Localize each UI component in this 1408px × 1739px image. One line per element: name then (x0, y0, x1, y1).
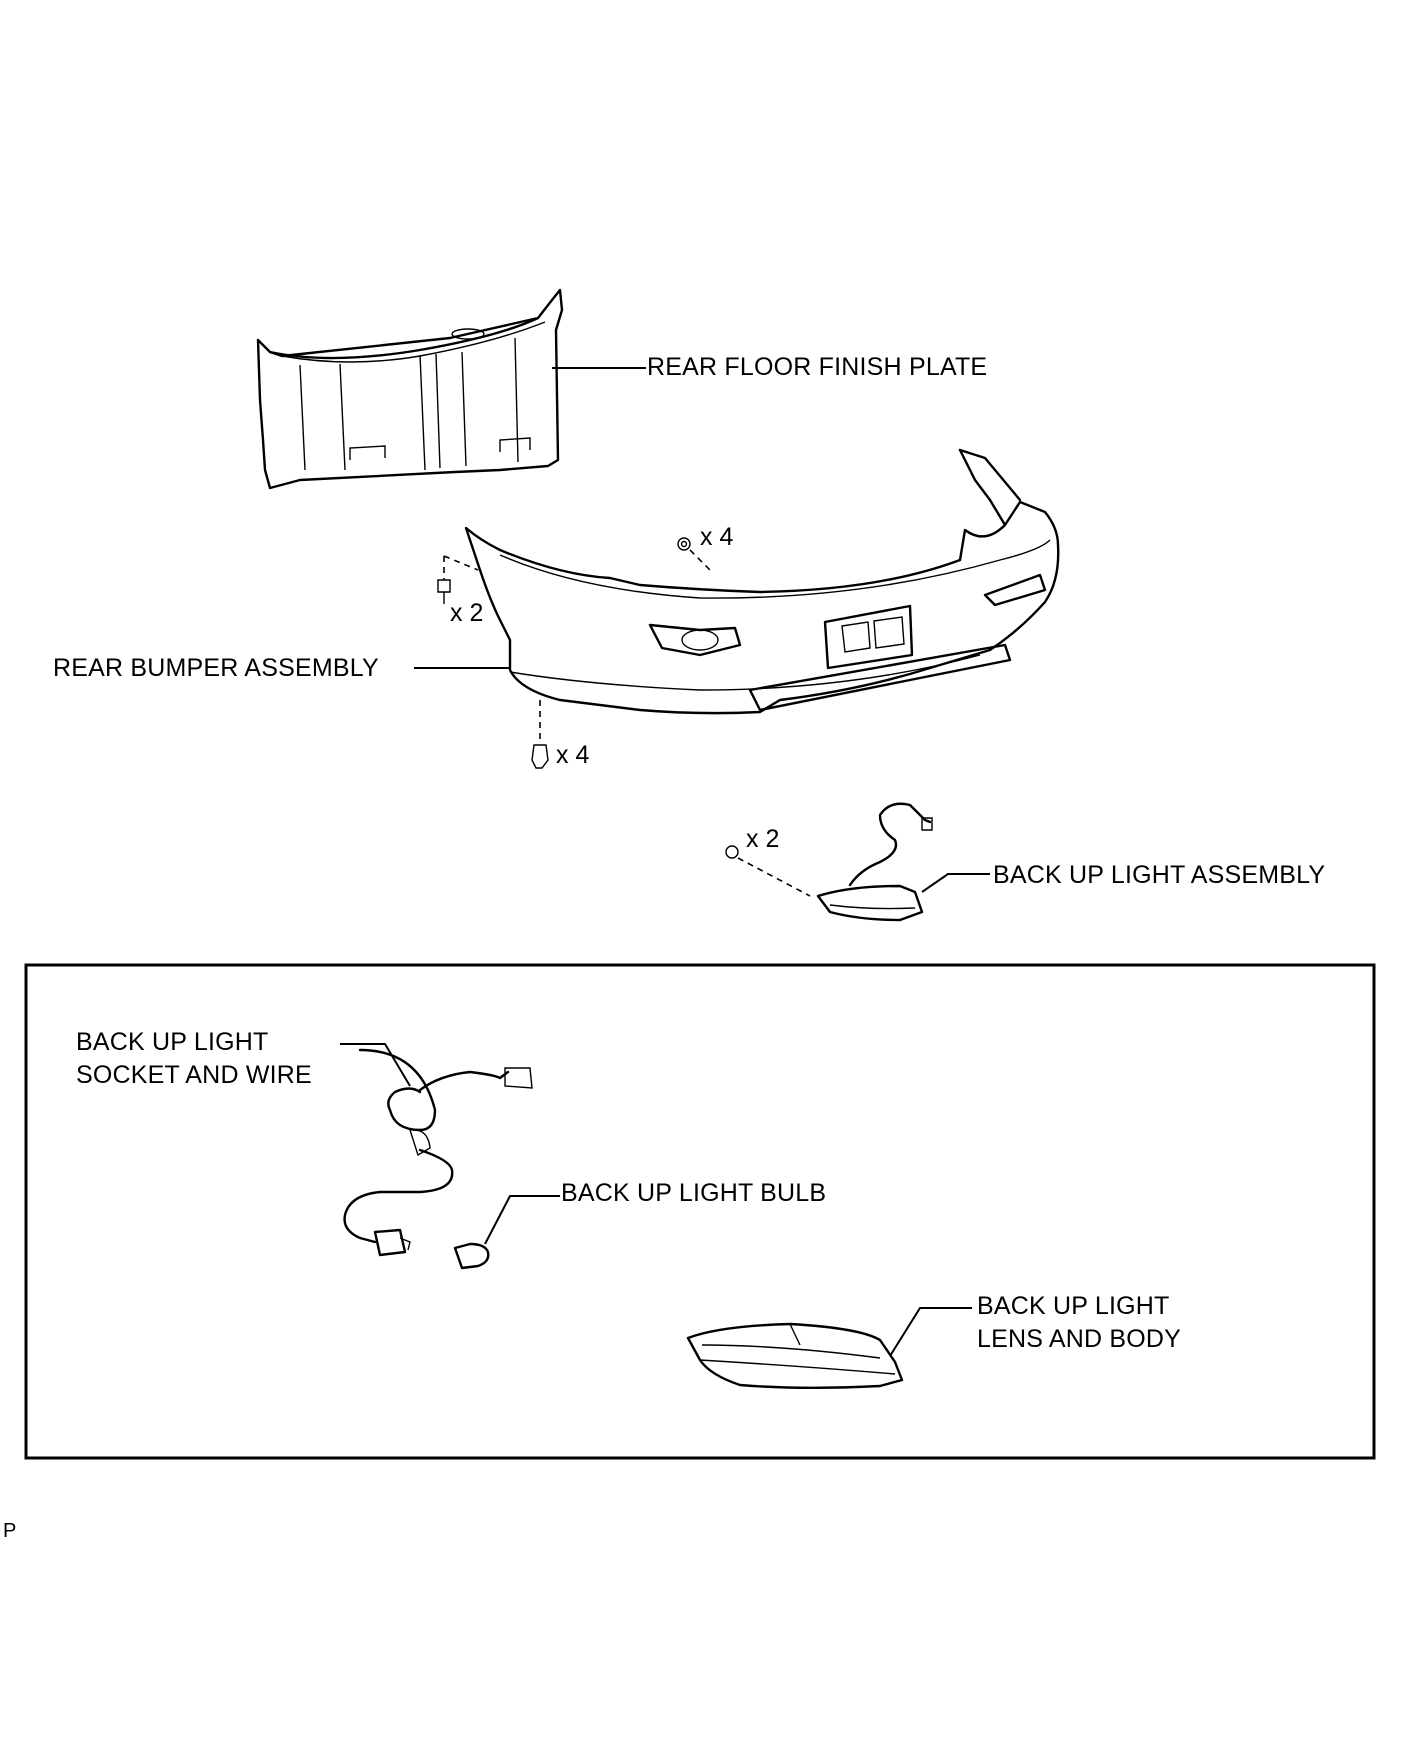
qty-bumper-bottom-clip: x 4 (556, 741, 590, 769)
bulb-drawing (453, 1195, 560, 1270)
label-socket-and-wire-line2: SOCKET AND WIRE (76, 1061, 312, 1089)
label-back-up-light-assembly: BACK UP LIGHT ASSEMBLY (993, 861, 1326, 889)
socket-and-wire-drawing (340, 1043, 533, 1257)
page-code: P (3, 1520, 17, 1542)
label-back-up-light-bulb: BACK UP LIGHT BULB (561, 1179, 827, 1207)
label-socket-and-wire-line1: BACK UP LIGHT (76, 1028, 269, 1056)
rear-floor-finish-plate-drawing (256, 288, 646, 490)
qty-bumper-side-screw: x 2 (450, 599, 484, 627)
label-rear-bumper-assembly: REAR BUMPER ASSEMBLY (53, 654, 379, 682)
lens-and-body-drawing (686, 1307, 972, 1389)
label-lens-and-body-line1: BACK UP LIGHT (977, 1292, 1170, 1320)
label-rear-floor-finish-plate: REAR FLOOR FINISH PLATE (647, 353, 988, 381)
rear-bumper-assembly-drawing (414, 448, 1060, 769)
qty-light-nut: x 2 (746, 825, 780, 853)
qty-bumper-nut: x 4 (700, 523, 734, 551)
label-lens-and-body-line2: LENS AND BODY (977, 1325, 1182, 1353)
back-up-light-assembly-drawing (725, 802, 990, 922)
component-detail-box (24, 963, 1376, 1460)
